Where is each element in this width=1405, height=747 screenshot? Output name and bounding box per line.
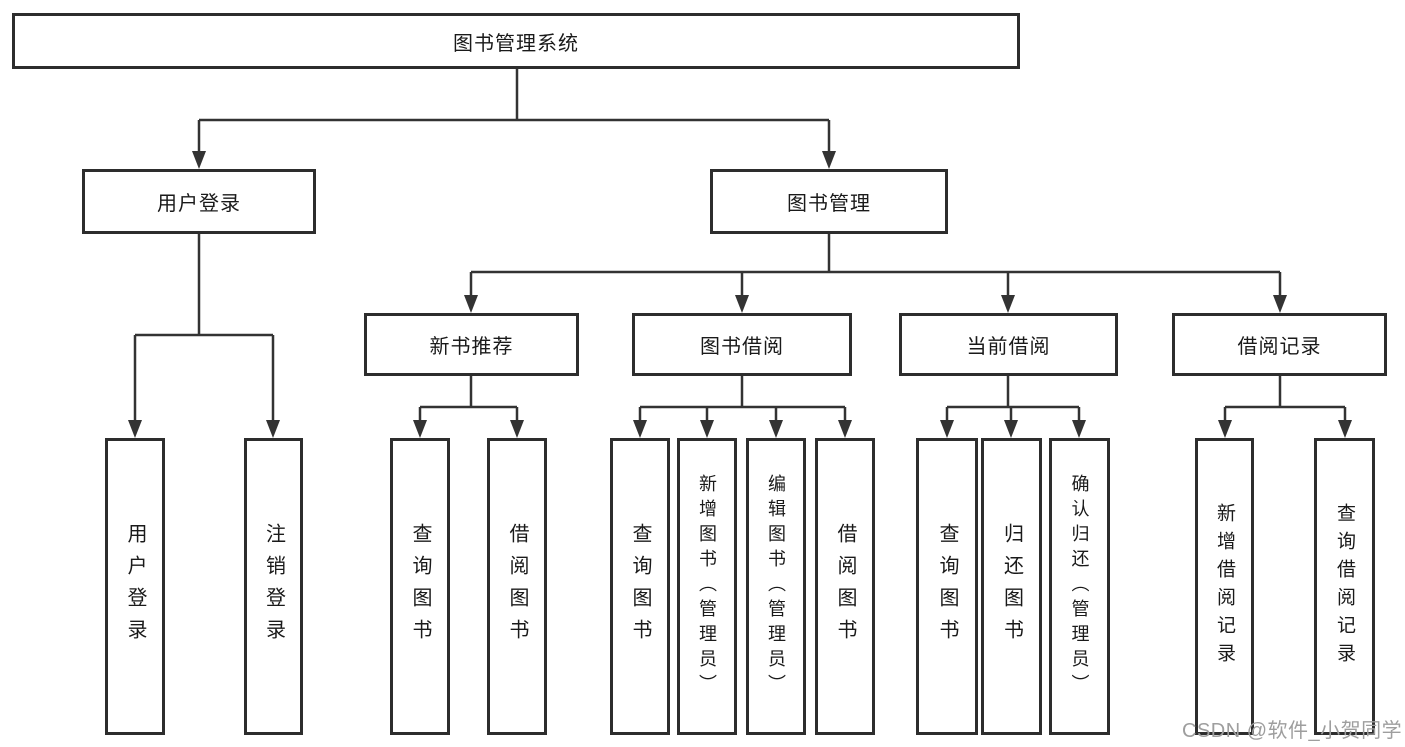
node-label: 图书管理系统 (453, 32, 579, 55)
node-label: 新书推荐 (429, 336, 514, 358)
node-book-management: 图书管理 (710, 169, 948, 234)
leaf-label: 查询图书 (629, 522, 651, 651)
leaf-borrow-books: 借阅图书 (815, 438, 875, 735)
node-user-login: 用户登录 (82, 169, 316, 234)
leaf-label: 确认归还（管理员） (1069, 474, 1090, 699)
leaf-label: 归还图书 (1000, 522, 1023, 651)
leaf-query-books-current: 查询图书 (916, 438, 978, 735)
leaf-borrow-books-recommend: 借阅图书 (487, 438, 547, 735)
node-label: 图书借阅 (700, 336, 784, 358)
node-label: 借阅记录 (1237, 336, 1322, 358)
leaf-logout: 注销登录 (244, 438, 303, 735)
leaf-label: 注销登录 (262, 522, 285, 651)
leaf-label: 查询借阅记录 (1334, 502, 1355, 671)
leaf-label: 借阅图书 (506, 522, 528, 651)
leaf-add-borrow-record: 新增借阅记录 (1195, 438, 1254, 735)
node-label: 用户登录 (157, 193, 241, 215)
leaf-label: 借阅图书 (834, 522, 856, 651)
node-current-borrow: 当前借阅 (899, 313, 1118, 376)
leaf-query-books-borrow: 查询图书 (610, 438, 670, 735)
node-label: 图书管理 (787, 193, 871, 215)
csdn-watermark: CSDN @软件_小贺同学 (1182, 720, 1403, 742)
leaf-label: 新增借阅记录 (1214, 502, 1235, 671)
leaf-user-login: 用户登录 (105, 438, 165, 735)
leaf-add-book-admin: 新增图书（管理员） (677, 438, 737, 735)
leaf-label: 查询图书 (936, 522, 958, 651)
leaf-label: 编辑图书（管理员） (766, 474, 786, 699)
leaf-query-books-recommend: 查询图书 (390, 438, 450, 735)
node-new-book-recommend: 新书推荐 (364, 313, 579, 376)
leaf-label: 用户登录 (124, 522, 146, 651)
node-book-borrow: 图书借阅 (632, 313, 852, 376)
leaf-label: 新增图书（管理员） (697, 474, 717, 699)
node-root-library-system: 图书管理系统 (12, 13, 1020, 69)
leaf-return-book: 归还图书 (981, 438, 1042, 735)
node-label: 当前借阅 (966, 336, 1051, 358)
leaf-label: 查询图书 (409, 522, 431, 651)
leaf-confirm-return-admin: 确认归还（管理员） (1049, 438, 1110, 735)
leaf-edit-book-admin: 编辑图书（管理员） (746, 438, 806, 735)
leaf-query-borrow-record: 查询借阅记录 (1314, 438, 1375, 735)
node-borrow-records: 借阅记录 (1172, 313, 1387, 376)
